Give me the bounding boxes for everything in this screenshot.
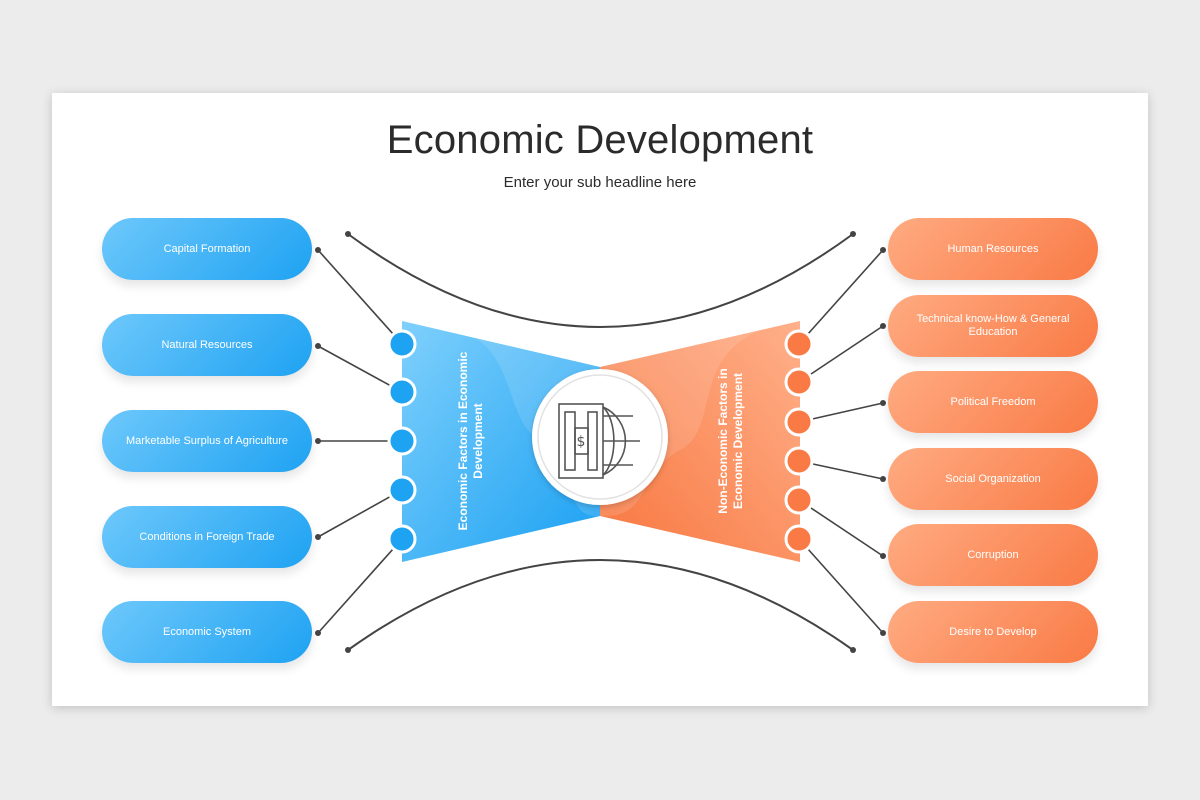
svg-text:$: $ (577, 434, 586, 450)
connector-end-dot (880, 323, 886, 329)
factor-pill-corruption: Corruption (888, 524, 1098, 586)
factor-pill-desire-to-develop: Desire to Develop (888, 601, 1098, 663)
left-node (387, 524, 417, 554)
connector-end-dot (880, 247, 886, 253)
factor-pill-capital-formation: Capital Formation (102, 218, 312, 280)
connector-end-dot (880, 553, 886, 559)
top-arc-end-left (345, 231, 351, 237)
left-node (387, 329, 417, 359)
right-node (784, 367, 814, 397)
connector-line (798, 538, 884, 634)
factor-pill-human-resources: Human Resources (888, 218, 1098, 280)
factor-pill-social-organization: Social Organization (888, 448, 1098, 510)
left-node (387, 475, 417, 505)
left-funnel-label: Economic Factors in Economic Development (456, 351, 485, 531)
connector-end-dot (315, 438, 321, 444)
center-circle-ring (537, 374, 663, 500)
right-funnel (600, 321, 800, 562)
connectors (315, 247, 886, 636)
connector-end-dot (315, 343, 321, 349)
bottom-arc (347, 559, 854, 651)
connector-line (317, 249, 403, 345)
right-node (784, 524, 814, 554)
connector-line (798, 499, 884, 557)
left-funnel (402, 321, 600, 562)
page-subtitle: Enter your sub headline here (503, 174, 697, 191)
bank-globe-dollar-icon: $ (558, 403, 640, 479)
factor-pill-conditions-in-foreign-trade: Conditions in Foreign Trade (102, 506, 312, 568)
top-arc-end-right (850, 231, 856, 237)
connector-line (317, 538, 403, 634)
right-funnel-label: Non-Economic Factors in Economic Develop… (716, 368, 745, 514)
center-circle (532, 369, 668, 505)
right-node (784, 329, 814, 359)
left-node (387, 377, 417, 407)
connector-line (798, 325, 884, 383)
connector-end-dot (880, 630, 886, 636)
connector-end-dot (315, 534, 321, 540)
right-node (784, 446, 814, 476)
factor-pill-natural-resources: Natural Resources (102, 314, 312, 376)
connector-line (317, 345, 403, 393)
factor-pill-marketable-surplus-of-agriculture: Marketable Surplus of Agriculture (102, 410, 312, 472)
connector-end-dot (880, 400, 886, 406)
connector-line (798, 249, 884, 345)
top-arc (347, 233, 854, 328)
bottom-arc-end-right (850, 647, 856, 653)
left-funnel-wave (440, 330, 600, 517)
factor-pill-technical-know-how-general-education: Technical know-How & General Education (888, 295, 1098, 357)
factor-pill-political-freedom: Political Freedom (888, 371, 1098, 433)
connector-end-dot (315, 247, 321, 253)
connector-end-dot (880, 476, 886, 482)
right-node (784, 407, 814, 437)
left-node (387, 426, 417, 456)
connector-end-dot (315, 630, 321, 636)
connector-line (317, 489, 403, 538)
factor-pill-economic-system: Economic System (102, 601, 312, 663)
bottom-arc-end-left (345, 647, 351, 653)
right-node (784, 485, 814, 515)
page-title: Economic Development (386, 118, 814, 162)
